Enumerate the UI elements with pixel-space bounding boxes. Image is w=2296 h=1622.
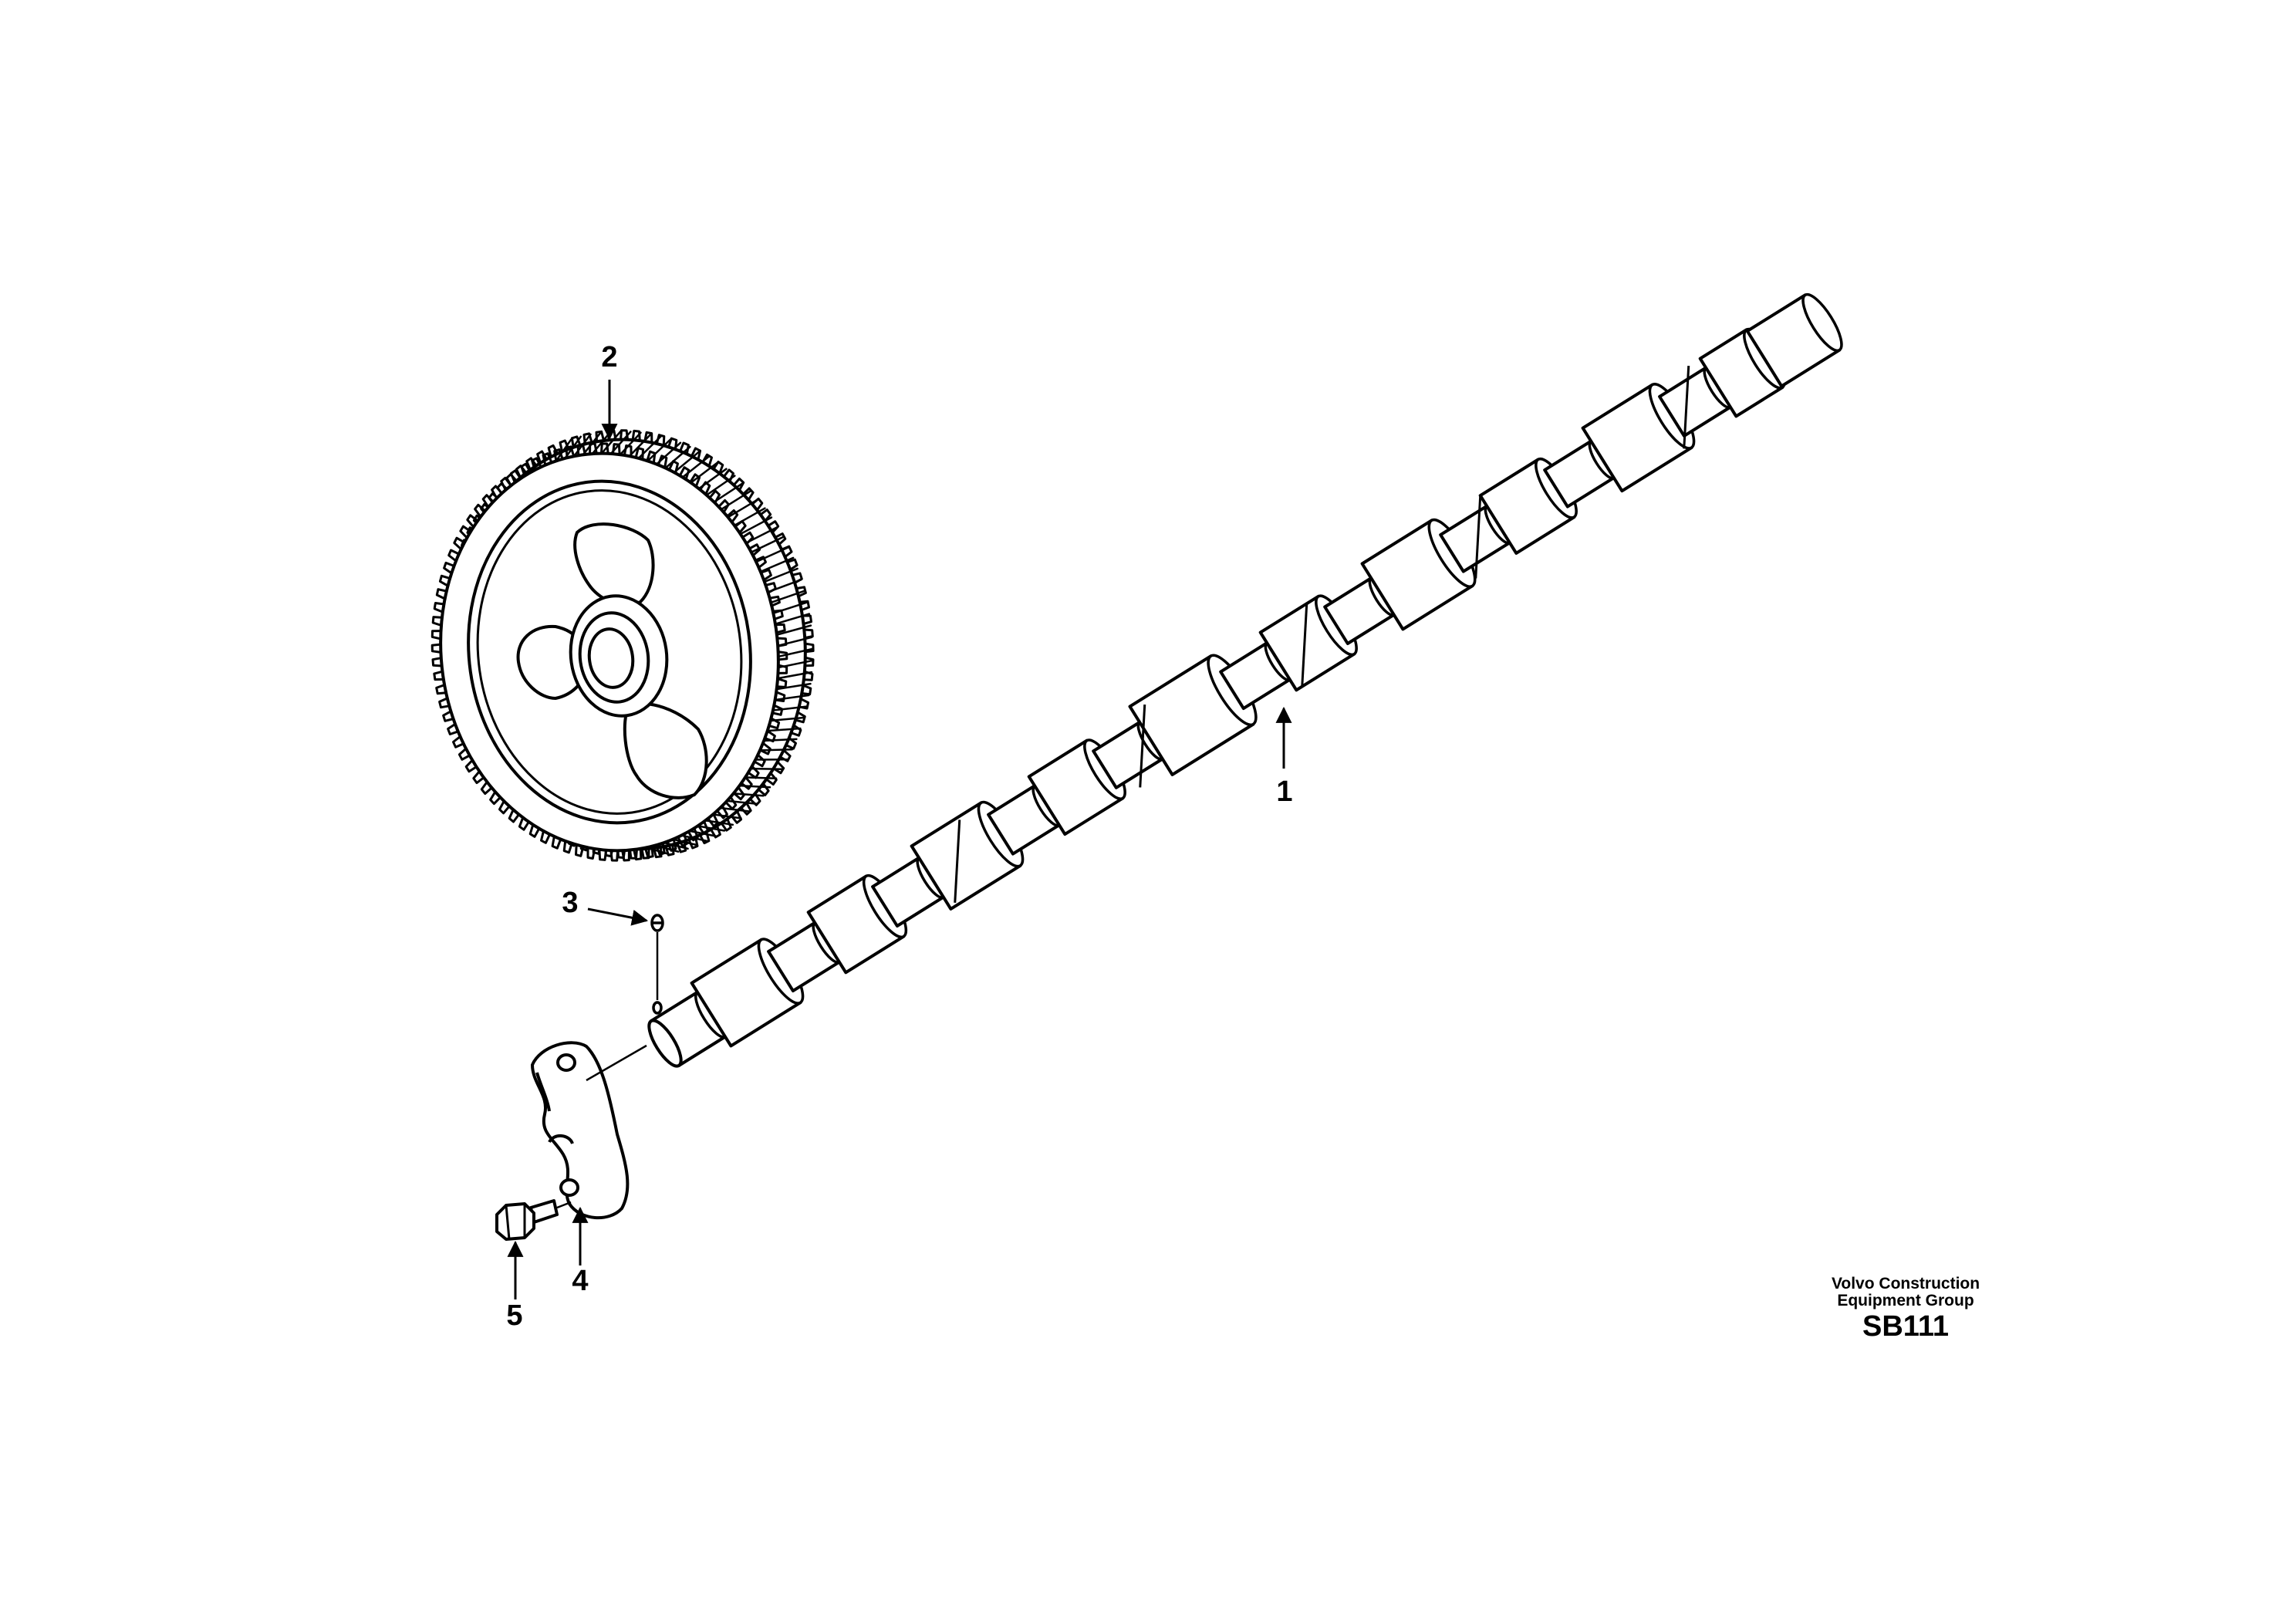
callout-2: 2 xyxy=(601,341,618,373)
leader-3 xyxy=(587,907,649,926)
credit-line-2: Equipment Group xyxy=(1837,1292,1974,1309)
callout-4: 4 xyxy=(572,1265,589,1297)
diagram-code: SB111 xyxy=(1862,1310,1949,1343)
thrust-plate-icon xyxy=(531,1041,647,1219)
bolt-icon xyxy=(495,1199,572,1241)
callout-1: 1 xyxy=(1276,776,1293,808)
camshaft-gear-icon xyxy=(430,429,815,862)
pin-icon xyxy=(650,914,664,1015)
leader-lines xyxy=(507,380,1292,1299)
callout-3: 3 xyxy=(562,887,579,919)
credit-line-1: Volvo Construction xyxy=(1831,1275,1980,1293)
camshaft-icon xyxy=(647,292,1843,1068)
callout-5: 5 xyxy=(506,1299,523,1332)
